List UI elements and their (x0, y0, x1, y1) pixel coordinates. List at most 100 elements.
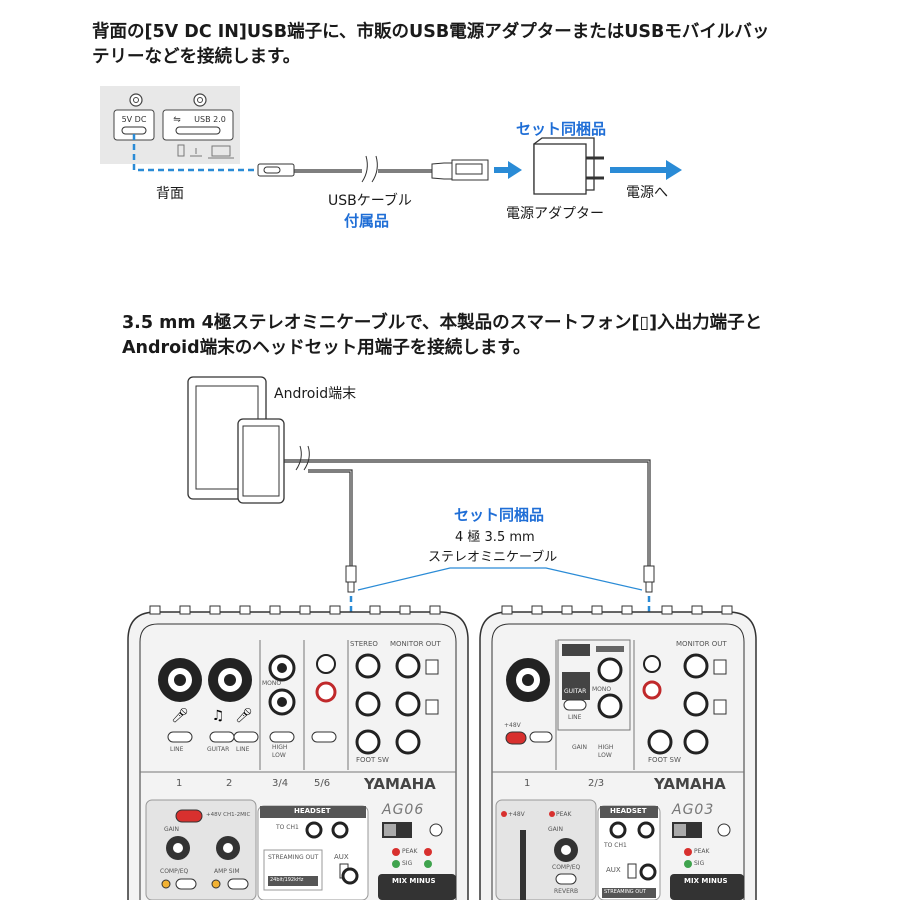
android-device-label: Android端末 (274, 386, 357, 402)
ag06-brand-label: YAMAHA (364, 775, 436, 793)
ag03-mixer (479, 605, 757, 900)
ag06-to-ch1-label: TO CH1 (276, 824, 299, 831)
dc-port-icon (121, 126, 147, 135)
ag03-guitar-label: GUITAR (564, 688, 587, 695)
ag03-ch1-label: 1 (524, 778, 531, 789)
headset-jack-icon (305, 821, 323, 839)
section1-heading-line2: テリーなどを接続します。 (92, 47, 301, 67)
ag03-aux-label: AUX (606, 866, 621, 874)
section1-heading-line1: 背面の[5V DC IN]USB端子に、市販のUSB電源アダプターまたはUSBモ… (92, 22, 770, 42)
ag06-line-label: LINE (170, 746, 184, 753)
ag03-monitor-out-label: MONITOR OUT (676, 640, 727, 648)
ag06-monitor-out-label: MONITOR OUT (390, 640, 441, 648)
ag03-sig-label: SIG (694, 860, 705, 867)
guitar-icon: ♫ (212, 708, 225, 724)
rca-jack-icon (316, 654, 336, 674)
ag03-gain-label: GAIN (548, 826, 564, 833)
ag06-mono-label: MONO (262, 680, 282, 687)
ag03-headset-label: HEADSET (610, 807, 647, 815)
ag06-line2-label: LINE (236, 746, 250, 753)
arrow-right-icon (508, 161, 522, 179)
ag06-sig-label: SIG (402, 860, 413, 867)
ag06-ch2-label: 2 (226, 778, 233, 789)
ag03-phantom-label: +48V (504, 722, 521, 729)
laptop-icon (211, 145, 231, 157)
ag03-peak-top-label: PEAK (556, 811, 572, 818)
ag03-mix-minus-label: MIX MINUS (684, 877, 728, 885)
rca-jack-icon (315, 681, 337, 703)
aux-jack-icon (341, 867, 359, 885)
ag03-phantom-bottom-label: +48V (508, 811, 525, 818)
ag03-gain-hl-label: GAIN (572, 744, 588, 751)
mini-plug-icon (345, 565, 357, 583)
smartphone-icon (237, 418, 285, 504)
usb-port-icon (175, 126, 221, 135)
ag03-foot-sw-label: FOOT SW (648, 756, 681, 764)
section1-heading: 背面の[5V DC IN]USB端子に、市販のUSB電源アダプターまたはUSBモ… (92, 20, 852, 70)
dc-port-label: 5V DC (122, 115, 147, 124)
ag06-guitar-label: GUITAR (207, 746, 230, 753)
ag06-gain-label: GAIN (164, 826, 180, 833)
ag03-line-label: LINE (568, 714, 582, 721)
ag03-brand-label: YAMAHA (654, 775, 726, 793)
usb-port-label: USB 2.0 (194, 115, 226, 124)
line-jack-icon (597, 693, 623, 719)
ag03-comp-eq-label: COMP/EQ (552, 864, 581, 871)
ag06-high-label: HIGH (272, 744, 288, 751)
ag06-mixer: 🎤︎ ♫ 🎤︎ (127, 605, 469, 900)
ag06-ch34-label: 3/4 (272, 778, 289, 789)
usb-cable-label: USBケーブル (328, 193, 412, 209)
rear-label: 背面 (156, 186, 184, 202)
cable-spec-label: 4 極 3.5 mm (455, 530, 535, 545)
arrow-right-icon (666, 160, 682, 180)
fader-icon (520, 830, 526, 900)
phantom-power-button (505, 731, 527, 745)
ag03-model-label: AG03 (672, 802, 715, 818)
ag06-bits-label: 24bit/192kHz (270, 877, 304, 883)
knob-screw-icon (193, 93, 207, 107)
mic-icon: 🎤︎ (171, 708, 189, 724)
knob-screw-icon (129, 93, 143, 107)
ag06-ch1-label: 1 (176, 778, 183, 789)
power-adapter-icon (533, 143, 587, 195)
usb-c-plug-icon (257, 163, 295, 177)
ag03-mono-label: MONO (592, 686, 612, 693)
ag06-headset-label: HEADSET (294, 807, 331, 815)
ag06-aux-label: AUX (334, 853, 349, 861)
mic-icon: 🎤︎ (235, 708, 253, 724)
ag03-low-label: LOW (598, 752, 612, 759)
rca-jack-icon (642, 680, 662, 700)
section2-heading: 3.5 mm 4極ステレオミニケーブルで、本製品のスマートフォン[▯]入出力端子… (122, 311, 822, 361)
ag06-amp-sim-label: AMP SIM (214, 868, 240, 875)
ag06-stereo-label: STEREO (350, 640, 378, 648)
set-included-label: セット同梱品 (516, 120, 607, 138)
rca-jack-icon (643, 655, 661, 673)
ag03-ch23-label: 2/3 (588, 778, 605, 789)
ag03-high-label: HIGH (598, 744, 614, 751)
section2-heading-line2: Android端末のヘッドセット用端子を接続します。 (122, 338, 531, 358)
set-included-label-2: セット同梱品 (454, 506, 545, 524)
ag03-reverb-label: REVERB (554, 888, 579, 895)
smartphone-connection-diagram: 🎤︎ ♫ 🎤︎ (127, 376, 757, 900)
ag06-peak-label: PEAK (402, 848, 418, 855)
ag03-to-ch1-label: TO CH1 (604, 842, 627, 849)
ag06-ch56-label: 5/6 (314, 778, 331, 789)
section2-heading-line1: 3.5 mm 4極ステレオミニケーブルで、本製品のスマートフォン[▯]入出力端子… (122, 313, 763, 333)
mini-plug-icon (643, 565, 655, 583)
headset-jack-icon (609, 821, 627, 839)
included-label: 付属品 (344, 212, 390, 230)
line-jack-icon (597, 657, 623, 683)
smartphone-jack-icon (639, 863, 657, 881)
cable-name-label: ステレオミニケーブル (428, 550, 558, 565)
power-connection-diagram: 5V DC USB 2.0 ⇋ (100, 86, 682, 195)
ag03-peak-label: PEAK (694, 848, 710, 855)
to-power-label: 電源へ (626, 185, 668, 201)
ag06-mix-minus-label: MIX MINUS (392, 877, 436, 885)
ag06-low-label: LOW (272, 752, 286, 759)
phantom-power-button (175, 809, 203, 823)
ag06-phantom-label: +48V CH1-2MIC (206, 812, 251, 818)
power-adapter-label: 電源アダプター (506, 206, 604, 222)
ag06-foot-sw-label: FOOT SW (356, 756, 389, 764)
ag06-streaming-out-label: STREAMING OUT (268, 854, 319, 861)
usb-symbol-icon: ⇋ (173, 115, 181, 125)
